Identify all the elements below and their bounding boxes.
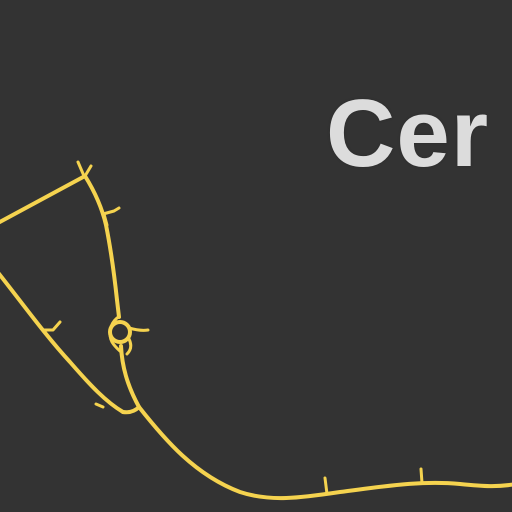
tick-mark <box>83 164 93 178</box>
roundabout-slip-west <box>108 316 123 354</box>
roundabout-slip-east <box>127 326 150 332</box>
tick-mark <box>419 467 424 485</box>
tick-mark <box>101 206 121 216</box>
tick-mark <box>76 160 86 178</box>
tick-mark <box>102 212 109 227</box>
road-upper-left <box>0 174 87 225</box>
road-main-east <box>137 405 512 501</box>
roundabout-slip-southeast <box>125 337 133 356</box>
tick-mark <box>94 402 105 409</box>
road-south-link <box>119 344 141 409</box>
road-junction-connector <box>121 405 141 415</box>
tick-mark <box>323 476 329 496</box>
tick-mark <box>41 320 62 332</box>
road-north-link <box>83 174 121 319</box>
road-lower-left <box>0 271 125 414</box>
place-label: Cer <box>326 80 490 187</box>
